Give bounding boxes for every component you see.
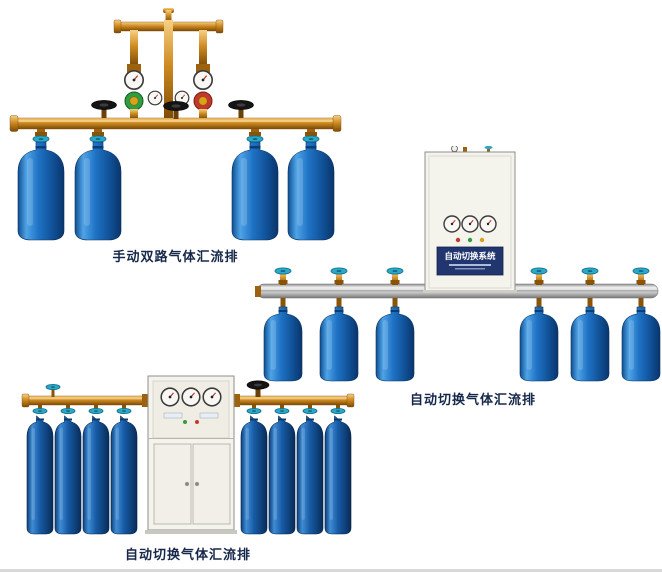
valve-station [621, 267, 661, 382]
pressure-gauge [147, 90, 163, 106]
gas-cylinder [319, 306, 359, 382]
pressure-gauge [443, 215, 461, 233]
valve-station [26, 405, 54, 535]
valve-handwheel-teal [45, 383, 61, 391]
valve-handwheel-teal [274, 267, 292, 275]
valve-handwheel-teal [632, 267, 650, 275]
valve-handwheel-teal [581, 267, 599, 275]
door-handle [185, 482, 189, 486]
valve-station [240, 405, 268, 535]
valve-station [570, 267, 610, 382]
valve-station [319, 267, 359, 382]
product-auto-switch-manifold-right: 自动切换系统 自动切换气体汇流排 [253, 146, 662, 407]
valve-station [375, 267, 415, 382]
product-auto-switch-manifold-bottom: 自动切换气体汇流排 [18, 372, 358, 568]
gas-cylinder [110, 415, 138, 535]
gas-cylinder [296, 415, 324, 535]
cylinder-bank [17, 129, 335, 241]
gas-cylinder [570, 306, 610, 382]
manual-dual-manifold-illustration [9, 8, 342, 241]
product-label: 自动切换气体汇流排 [124, 547, 251, 562]
valve-handwheel-teal [89, 135, 107, 143]
cabinet-label-plate [199, 412, 219, 419]
gas-cylinder [621, 306, 661, 382]
gas-cylinder [519, 306, 559, 382]
gas-cylinder [54, 415, 82, 535]
cabinet-door-left [153, 443, 192, 525]
valve-handwheel-teal [274, 407, 290, 415]
valve-station [296, 405, 324, 535]
gas-cylinder [17, 141, 65, 241]
product-manual-dual-manifold: 手动双路气体汇流排 [8, 6, 343, 268]
cylinder-bank [26, 405, 352, 535]
shutoff-valves [91, 99, 254, 119]
pipe-valves [45, 380, 270, 397]
cylinder-bank [263, 267, 661, 382]
indicator-light-red [195, 420, 199, 424]
valve-handwheel-teal [330, 407, 346, 415]
indicator-light-green [183, 420, 187, 424]
valve-handwheel-teal [330, 267, 348, 275]
cabinet-name-panel [436, 246, 504, 276]
pressure-gauge [461, 215, 479, 233]
valve-handwheel-black [91, 99, 117, 111]
valve-handwheel-teal [246, 407, 262, 415]
control-cabinet: 自动切换系统 [423, 146, 517, 293]
pressure-gauge [479, 215, 497, 233]
page-bottom-divider [0, 569, 662, 572]
valve-station [324, 405, 352, 535]
pressure-gauge [123, 69, 145, 91]
valve-station [110, 405, 138, 535]
auto-switch-manifold-illustration [21, 375, 355, 535]
valve-handwheel-teal [246, 135, 264, 143]
pressure-gauge [160, 387, 180, 407]
valve-handwheel-teal [88, 407, 104, 415]
valve-handwheel-teal [302, 135, 320, 143]
gas-cylinder [26, 415, 54, 535]
gas-cylinder [375, 306, 415, 382]
valve-handwheel-teal [116, 407, 132, 415]
indicator-light-amber [479, 237, 485, 243]
control-cabinet [142, 375, 240, 534]
gas-cylinder [268, 415, 296, 535]
valve-station [54, 405, 82, 535]
valve-handwheel-teal [386, 267, 404, 275]
valve-station [519, 267, 559, 382]
pressure-gauge [202, 387, 222, 407]
cabinet-door-right [192, 443, 231, 525]
valve-handwheel-teal [530, 267, 548, 275]
gas-cylinder [82, 415, 110, 535]
regulator-station-right [174, 64, 214, 119]
cabinet-label-plate [163, 412, 183, 419]
product-label: 手动双路气体汇流排 [112, 249, 239, 264]
indicator-light-red [455, 237, 461, 243]
valve-handwheel-teal [60, 407, 76, 415]
regulator-station-left [123, 64, 163, 119]
valve-station [263, 267, 303, 382]
door-handle [195, 482, 199, 486]
valve-handwheel-black [228, 99, 254, 111]
valve-station [82, 405, 110, 535]
valve-handwheel-teal [32, 407, 48, 415]
gas-cylinder [74, 141, 122, 241]
center-manifold-assembly [113, 8, 224, 120]
valve-handwheel-teal [302, 407, 318, 415]
indicator-light-green [467, 237, 473, 243]
valve-handwheel-black [246, 380, 270, 390]
gas-cylinder [263, 306, 303, 382]
valve-handwheel-black [163, 100, 189, 112]
gas-cylinder [240, 415, 268, 535]
pressure-gauge [181, 387, 201, 407]
pressure-gauge [192, 69, 214, 91]
gas-cylinder [324, 415, 352, 535]
cabinet-title: 自动切换系统 [444, 251, 496, 261]
auto-switch-manifold-illustration: 自动切换系统 [255, 146, 661, 382]
product-label: 自动切换气体汇流排 [409, 392, 536, 407]
valve-station [268, 405, 296, 535]
valve-handwheel-teal [32, 135, 50, 143]
